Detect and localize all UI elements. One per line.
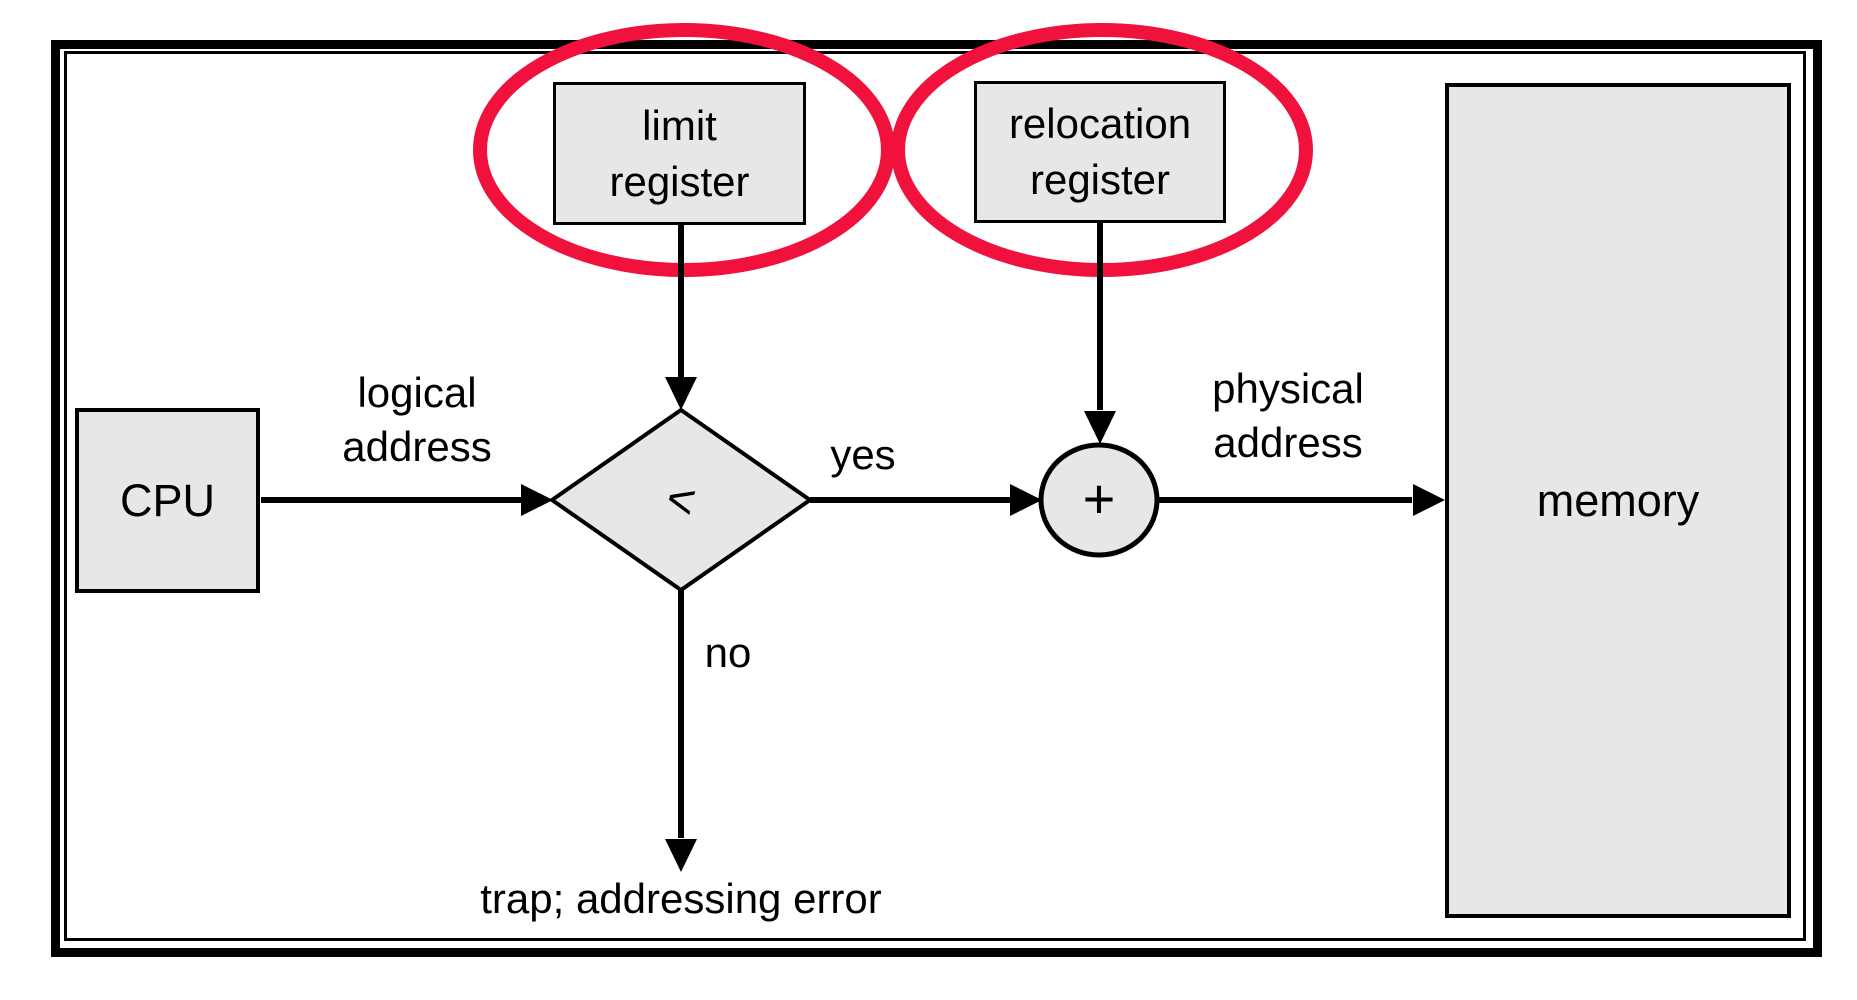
no-branch-label: no [704,629,752,676]
relocation-register-box: relocation register [974,81,1226,223]
physical-address-line1: physical [1212,365,1364,412]
logical-address-line1: logical [357,369,477,416]
limit-register-label-line2: register [609,157,750,205]
memory-box: memory [1445,83,1791,918]
relocation-register-label-line1: relocation [1008,100,1192,147]
trap-addressing-error-label: trap; addressing error [480,875,882,922]
relocation-register-label-line2: register [1029,156,1171,203]
physical-address-line2: address [1213,419,1363,466]
adder-circle [1038,442,1160,558]
cpu-box: CPU [75,408,260,593]
logical-address-line2: address [342,423,492,470]
adder-plus-symbol: + [1082,466,1116,530]
frame-outer-border [51,40,1822,957]
arrow-cpu-to-comparator-head [521,484,553,516]
arrow-comparator-to-adder-head [1010,484,1042,516]
arrow-relocation-to-adder-head [1084,411,1116,444]
limit-register-box: limit register [553,82,806,225]
cpu-label: CPU [119,474,215,526]
comparator-diamond [548,407,814,593]
frame-inner-border [64,51,1806,941]
logical-address-label: logical address [265,366,569,474]
memory-label: memory [1536,474,1700,526]
arrow-adder-to-memory-head [1413,484,1445,516]
arrow-limit-to-comparator-head [665,377,697,410]
arrow-comparator-to-trap-head [665,839,697,872]
physical-address-label: physical address [1136,362,1440,470]
limit-register-label-line1: limit [642,101,717,149]
yes-branch-label: yes [830,431,896,478]
